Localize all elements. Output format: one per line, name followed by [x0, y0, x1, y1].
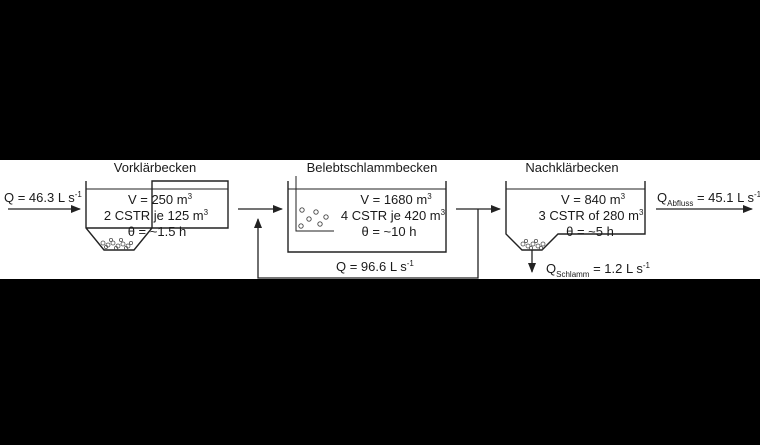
vorklaer-cstr: 2 CSTR je 125 m3	[104, 208, 209, 223]
belebt-theta: θ = ~10 h	[362, 224, 417, 239]
vorklaer-volume: V = 250 m3	[128, 192, 193, 207]
aeration-pipe	[295, 176, 334, 232]
nachklaer-cstr: 3 CSTR of 280 m3	[539, 208, 644, 223]
outflow-label: QAbfluss = 45.1 L s-1	[657, 190, 760, 208]
recycle-arrow	[254, 209, 479, 279]
inflow-label: Q = 46.3 L s-1	[4, 190, 82, 205]
vorklaer-tank	[85, 180, 229, 251]
recycle-label: Q = 96.6 L s-1	[336, 259, 414, 274]
vorklaer-theta: θ = ~1.5 h	[128, 224, 187, 239]
belebt-volume: V = 1680 m3	[360, 192, 432, 207]
vorklaer-sludge-particles	[100, 237, 133, 250]
belebt-title: Belebtschlammbecken	[307, 160, 438, 175]
nachklaer-tank	[505, 181, 646, 251]
nachklaer-sludge-particles	[520, 238, 546, 250]
sludge-label: QSchlamm = 1.2 L s-1	[546, 261, 650, 279]
aeration-bubbles	[298, 207, 329, 229]
belebt-cstr: 4 CSTR je 420 m3	[341, 208, 446, 223]
belebt-tank	[287, 181, 447, 253]
nachklaer-theta: θ = ~5 h	[566, 224, 614, 239]
nachklaer-volume: V = 840 m3	[561, 192, 626, 207]
vorklaer-title: Vorklärbecken	[114, 160, 196, 175]
nachklaer-title: Nachklärbecken	[525, 160, 618, 175]
diagram-background	[0, 160, 760, 279]
